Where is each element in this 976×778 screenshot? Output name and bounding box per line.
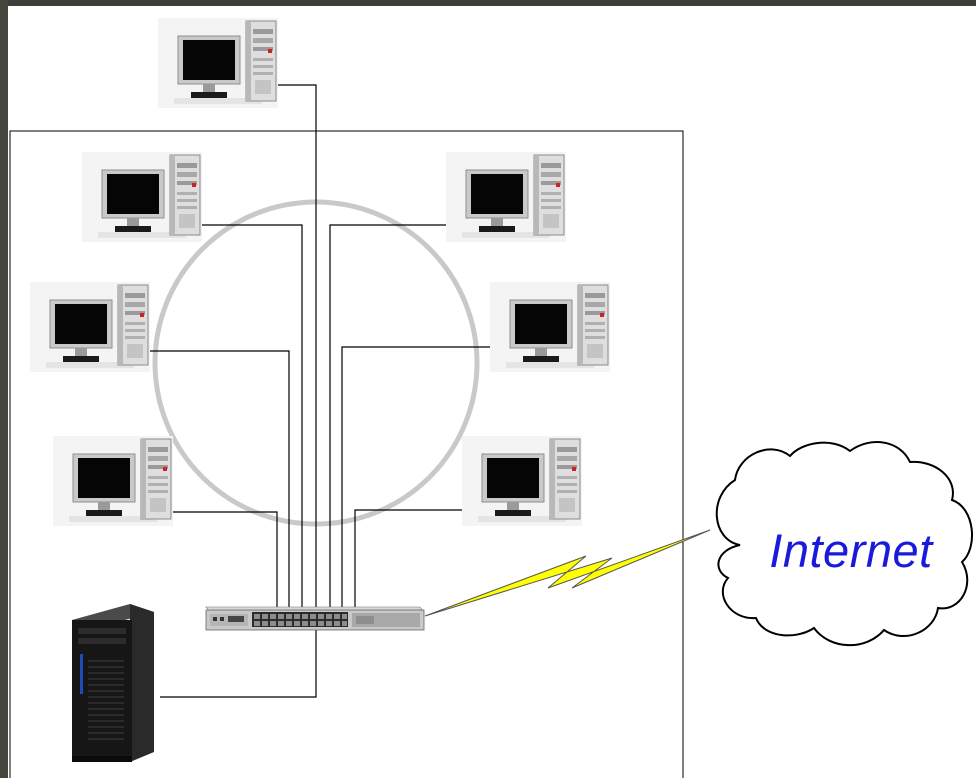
cable-right-3: [354, 509, 462, 608]
cable-left-1: [201, 224, 303, 608]
workstation-left-3: [53, 436, 173, 526]
wan-link: [424, 529, 711, 617]
internet-cloud: [715, 441, 974, 647]
cable-left-2: [150, 350, 290, 608]
workstation-right-1: [446, 152, 566, 242]
network-cables: [150, 84, 492, 698]
internet-label: Internet: [769, 523, 933, 577]
desktop-computer-icon: [446, 152, 566, 242]
desktop-computer-icon: [30, 282, 150, 372]
cable-right-2: [341, 346, 492, 608]
workstation-right-2: [490, 282, 610, 372]
desktop-computer-icon: [158, 18, 278, 108]
cable-left-3: [172, 511, 278, 608]
network-switch: [205, 606, 425, 631]
cable-right-1: [329, 224, 448, 608]
desktop-computer-icon: [82, 152, 202, 242]
workstation-left-2: [30, 282, 150, 372]
cable-server: [160, 624, 317, 698]
workstation-external: [158, 18, 278, 108]
desktop-computer-icon: [53, 436, 173, 526]
cable-external: [276, 84, 317, 608]
window-frame-left: [0, 0, 8, 778]
network-switch-icon: [205, 606, 425, 631]
lan-boundary: [9, 130, 684, 778]
lightning-bolt-icon: [424, 529, 711, 617]
workstation-right-3: [462, 436, 582, 526]
desktop-computer-icon: [490, 282, 610, 372]
server-tower-icon: [72, 604, 154, 762]
server: [72, 604, 154, 762]
desktop-computer-icon: [462, 436, 582, 526]
window-frame-top: [0, 0, 976, 6]
workstation-left-1: [82, 152, 202, 242]
cloud-icon: [715, 441, 974, 647]
